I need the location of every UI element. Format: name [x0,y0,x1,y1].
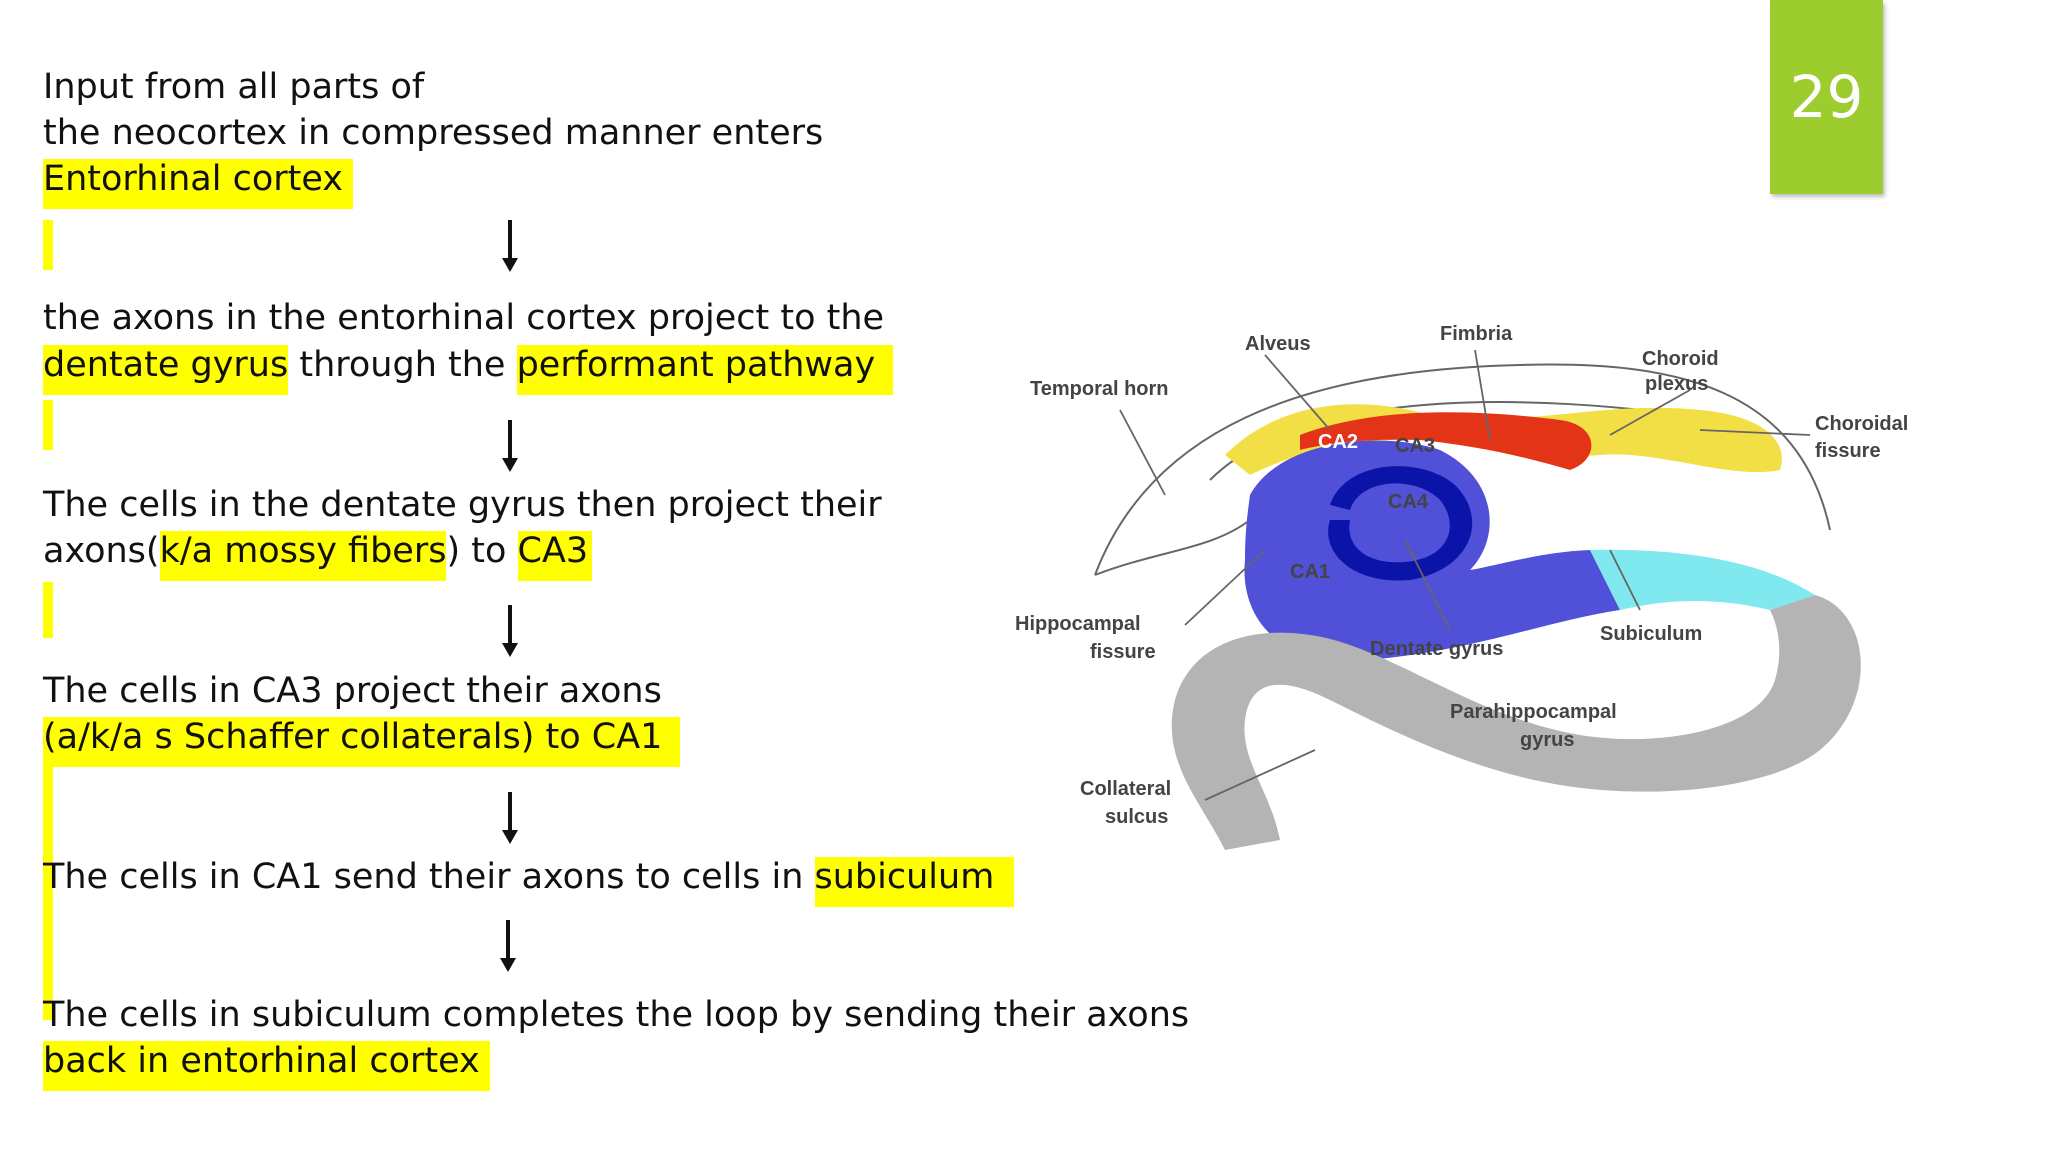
label-ca2: CA2 [1318,431,1358,453]
step1-line3: Entorhinal cortex [43,156,353,209]
temporal-horn-outline [1094,519,1251,576]
dentate-gyrus-shape [1328,466,1473,581]
label-hippocampal-fissure: fissure [1090,641,1156,663]
down-arrow-icon [502,420,518,472]
step5-line1: The cells in CA1 send their axons to cel… [43,854,1015,907]
step2-line1: the axons in the entorhinal cortex proje… [43,298,885,338]
subiculum-shape [1590,549,1815,610]
label-parahippocampal-gyrus: Parahippocampal [1450,701,1617,723]
label-dentate-gyrus: Dentate gyrus [1370,638,1503,660]
label-ca3: CA3 [1395,435,1435,457]
step1-line2: the neocortex in compressed manner enter… [43,113,824,153]
parahippocampal-gyrus-shape [1171,595,1861,850]
down-arrow-icon [500,920,516,972]
step2-line2: dentate gyrus through the performant pat… [43,342,894,395]
label-choroidal-fissure: Choroidal [1815,413,1908,435]
step3-line1: The cells in the dentate gyrus then proj… [43,485,882,525]
highlight-bar [43,765,53,905]
fimbria-shape [1300,412,1592,470]
step1-line1: Input from all parts of [43,67,425,107]
label-alveus: Alveus [1245,333,1311,355]
label-ca1: CA1 [1290,561,1330,583]
label-subiculum: Subiculum [1600,623,1702,645]
down-arrow-icon [502,792,518,844]
label-fimbria: Fimbria [1440,323,1513,345]
step6-line1: The cells in subiculum completes the loo… [43,995,1190,1035]
highlight-bar [43,900,53,1020]
hippocampus-diagram: Temporal horn Alveus Fimbria Choroid ple… [1015,323,1908,850]
ventricle-outline [1094,363,1831,576]
label-choroid-plexus: plexus [1645,373,1708,395]
label-hippocampal-fissure: Hippocampal [1015,613,1141,635]
label-choroidal-fissure: fissure [1815,440,1881,462]
ca4-shape [1380,494,1434,541]
label-temporal-horn: Temporal horn [1030,378,1169,400]
down-arrow-icon [502,220,518,272]
step3-line2: axons(k/a mossy fibers) to CA3 [43,528,593,581]
label-ca4: CA4 [1388,491,1429,513]
highlight-bar [43,400,53,450]
label-parahippocampal-gyrus: gyrus [1520,729,1574,751]
step6-line2: back in entorhinal cortex [43,1038,490,1091]
highlight-bar [43,582,53,638]
down-arrow-icon [502,605,518,657]
step4-line2: (a/k/a s Schaffer collaterals) to CA1 [43,714,681,767]
highlight-bar [43,220,53,270]
label-collateral-sulcus: sulcus [1105,806,1168,828]
slide-number: 29 [1770,0,1883,194]
step4-line1: The cells in CA3 project their axons [43,671,662,711]
label-choroid-plexus: Choroid [1642,348,1719,370]
label-collateral-sulcus: Collateral [1080,778,1171,800]
